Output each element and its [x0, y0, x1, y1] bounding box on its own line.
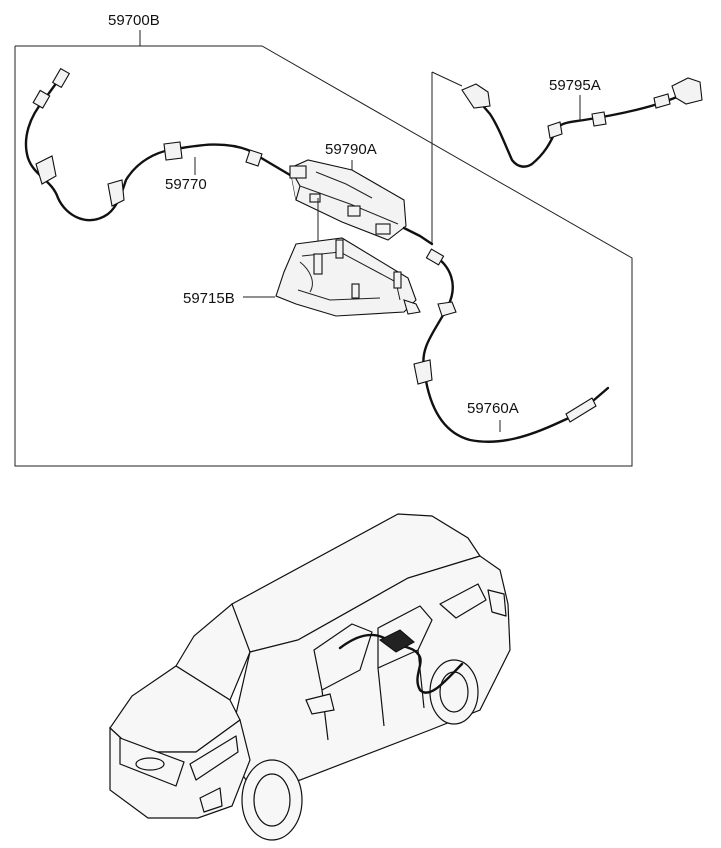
leader-lines — [194, 71, 581, 432]
grille — [119, 737, 185, 787]
actuator-59790a — [289, 159, 434, 246]
brake-cable-on-vehicle — [338, 633, 464, 694]
assembly-outline — [14, 30, 633, 467]
front-cable-end-fitting — [51, 67, 71, 89]
headlight — [189, 735, 239, 781]
extension-cable-end-connector — [671, 77, 703, 105]
rear-cable-end-fitting — [565, 397, 597, 423]
extension-cable-connector — [461, 83, 491, 109]
badge-icon — [135, 757, 165, 771]
label-59760a: 59760A — [467, 400, 519, 417]
extension-cable-59795a — [461, 77, 703, 168]
side-mirror — [305, 693, 335, 715]
label-59795a: 59795A — [549, 77, 601, 94]
label-59770: 59770 — [165, 176, 207, 193]
front-wheel — [241, 759, 303, 841]
bracket-59715b — [275, 198, 421, 317]
vehicle-illustration — [109, 513, 511, 841]
rear-cable-59760a — [413, 248, 610, 443]
rear-cable-clip — [413, 359, 433, 385]
label-59715b: 59715B — [183, 290, 235, 307]
label-59790a: 59790A — [325, 141, 377, 158]
rear-wheel — [429, 659, 479, 725]
label-59700b: 59700B — [108, 12, 160, 29]
front-cable-59770 — [24, 67, 292, 222]
front-cable-clip — [35, 155, 57, 185]
